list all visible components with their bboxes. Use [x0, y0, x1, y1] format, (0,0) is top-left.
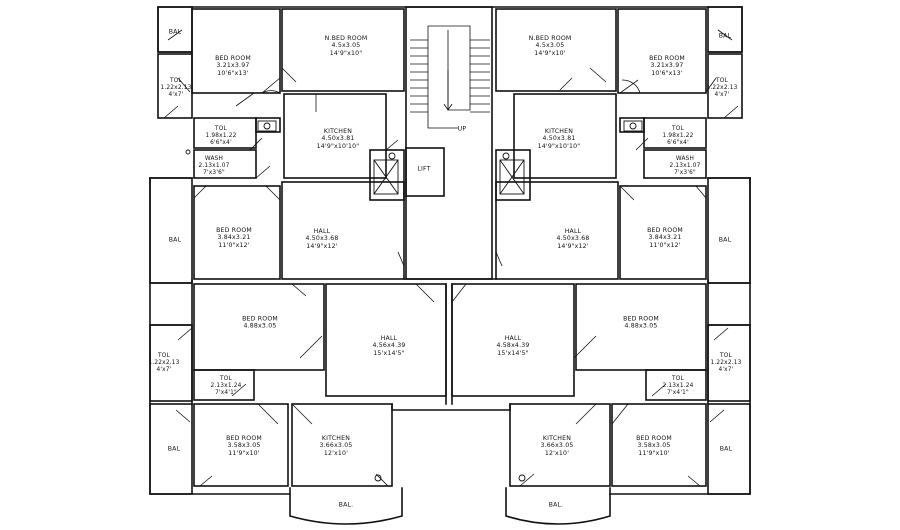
bal-ml-wall — [149, 177, 193, 284]
drain-r — [502, 152, 510, 160]
tol-tr2-wall — [643, 117, 707, 149]
bed-tr-wall — [617, 8, 707, 94]
outer-left-wall — [149, 177, 291, 495]
bal-tl-wall — [157, 6, 193, 53]
kitchen-br-wall — [509, 403, 611, 487]
nbed-r-wall — [495, 8, 617, 92]
stair-outline — [427, 25, 471, 129]
lift-box — [405, 147, 445, 197]
bed-bl-wall — [193, 283, 325, 371]
wash-l-wall — [193, 149, 257, 179]
sink-l — [257, 120, 277, 132]
drain-l — [388, 152, 396, 160]
bal-mr-wall — [707, 177, 751, 284]
tol-br2-wall — [645, 369, 707, 401]
bal-tr-wall — [707, 6, 743, 53]
center-lower-wall — [391, 278, 511, 411]
sink-l-bowl — [263, 122, 271, 130]
bed-bl2-wall — [193, 403, 289, 487]
stair-arrow — [443, 70, 453, 111]
kitchen-tl-wall — [283, 93, 387, 179]
sink-r — [623, 120, 643, 132]
tol-bl2-wall — [193, 369, 255, 401]
lift-car-r — [499, 159, 525, 195]
hall-bl-wall — [325, 283, 447, 397]
bal-bl-wall — [149, 403, 193, 495]
tl-closet — [255, 117, 281, 133]
bed-br-wall — [575, 283, 707, 371]
hall-br-wall — [451, 283, 575, 397]
door-swings — [163, 29, 739, 487]
lift-cross-l — [373, 159, 399, 195]
hall-ml-wall — [281, 181, 405, 280]
lift-cross-r — [499, 159, 525, 195]
bed-ml-wall — [193, 185, 281, 280]
tol-tr-wall — [707, 53, 743, 119]
kitchen-bl-wall — [291, 403, 393, 487]
tol-br-wall — [707, 324, 751, 402]
sink-r-bowl — [629, 122, 637, 130]
lift-shaft-r — [495, 149, 531, 201]
lift-car-l — [373, 159, 399, 195]
tol-bl-wall — [149, 324, 193, 402]
lift-shaft-l — [369, 149, 405, 201]
nbed-l-wall — [281, 8, 405, 92]
bal-br-wall — [707, 403, 751, 495]
tol-tl-wall — [157, 53, 193, 119]
bal-b1-bay — [289, 487, 403, 525]
wash-r-wall — [643, 149, 707, 179]
bed-tl-wall — [191, 8, 281, 94]
outer-right-wall — [609, 177, 751, 495]
drain-bl — [374, 474, 382, 482]
tol-tl2-wall — [193, 117, 257, 149]
bal-b2-bay — [505, 487, 611, 525]
hall-mr-wall — [495, 181, 619, 280]
bed-mr-wall — [619, 185, 707, 280]
kitchen-tr-wall — [513, 93, 617, 179]
drain-tl — [185, 149, 191, 155]
bed-br2-wall — [611, 403, 707, 487]
stair-treads — [410, 39, 490, 113]
tr-closet — [619, 117, 645, 133]
drain-br — [518, 474, 526, 482]
